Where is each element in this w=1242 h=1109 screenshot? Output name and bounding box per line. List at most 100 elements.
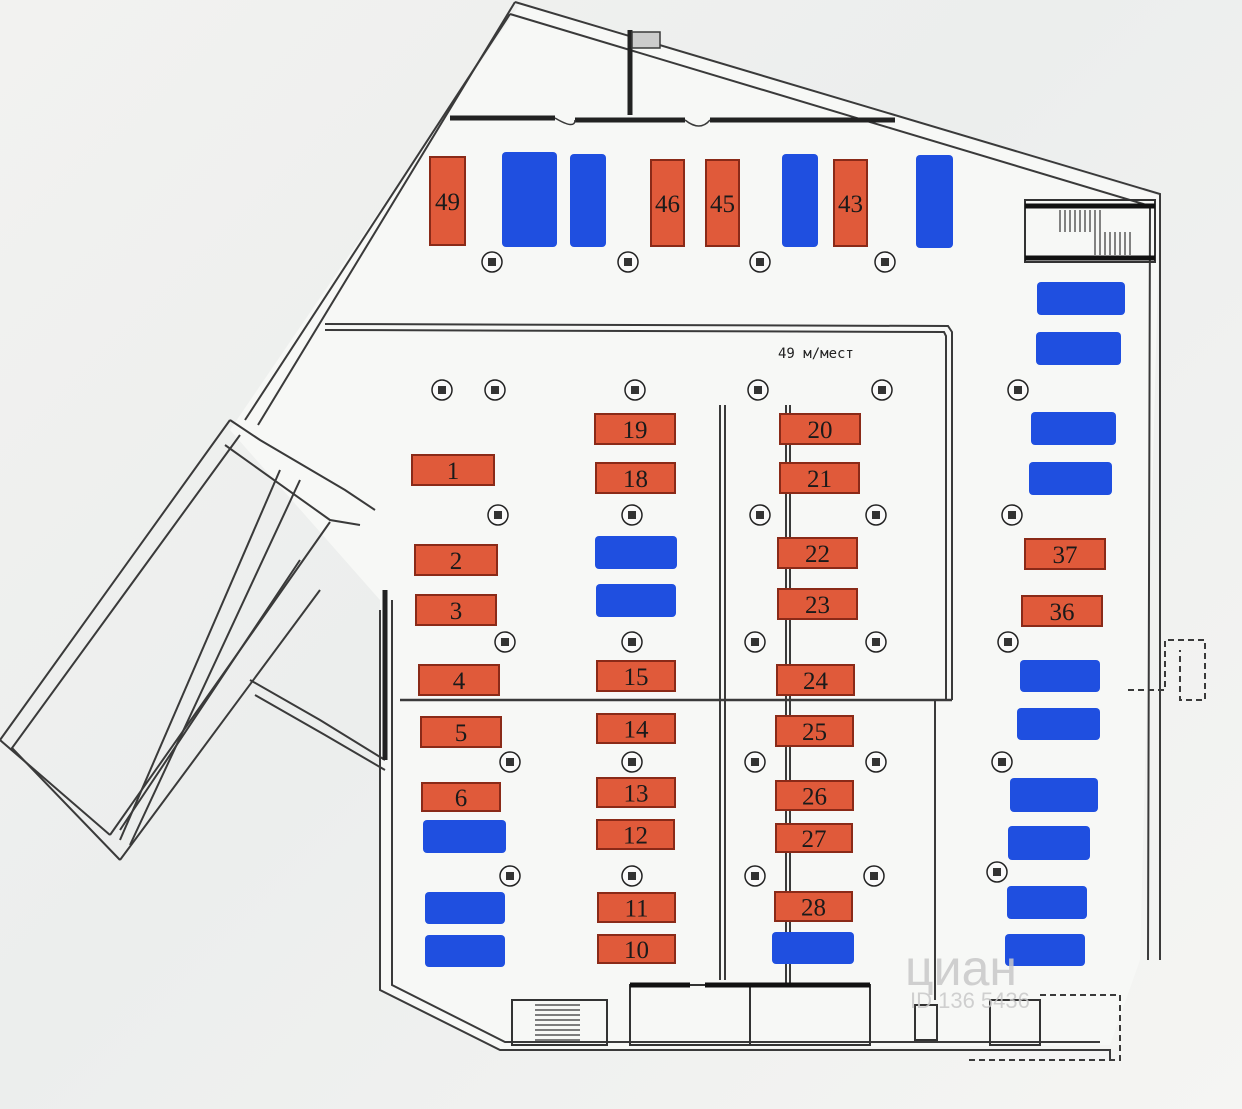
parking-spot-4 — [418, 664, 500, 696]
spot-label-11: 11 — [624, 896, 648, 923]
parking-spot-25 — [775, 715, 854, 747]
available-spot-block — [1037, 282, 1125, 315]
column-core — [631, 386, 639, 394]
column-core — [756, 511, 764, 519]
parking-spot-14 — [596, 713, 676, 744]
column-core — [1008, 511, 1016, 519]
available-spot-block — [1036, 332, 1121, 365]
spot-label-1: 1 — [447, 458, 460, 485]
spot-label-36: 36 — [1050, 599, 1075, 626]
spot-label-3: 3 — [450, 598, 463, 625]
column-core — [488, 258, 496, 266]
column-core — [1014, 386, 1022, 394]
parking-spot-13 — [596, 777, 676, 808]
parking-spot-1 — [411, 454, 495, 486]
available-spot-block — [596, 584, 676, 617]
parking-spot-3 — [415, 594, 497, 626]
available-spot-block — [782, 154, 818, 247]
parking-spot-15 — [596, 660, 676, 692]
available-spot-block — [595, 536, 677, 569]
column-core — [993, 868, 1001, 876]
watermark-id: ID 136 5436 — [910, 988, 1030, 1013]
column-core — [872, 758, 880, 766]
spot-label-49: 49 — [435, 189, 460, 216]
parking-spot-26 — [775, 780, 854, 811]
available-spot-block — [423, 820, 506, 853]
available-spot-block — [1029, 462, 1112, 495]
parking-spot-21 — [779, 462, 860, 494]
spot-label-45: 45 — [710, 191, 735, 218]
available-spot-block — [1007, 886, 1087, 919]
column-core — [872, 511, 880, 519]
column-core — [878, 386, 886, 394]
parking-spot-24 — [776, 664, 855, 696]
column-core — [998, 758, 1006, 766]
parking-spot-22 — [777, 537, 858, 569]
parking-spot-27 — [775, 823, 853, 853]
gate-segments — [382, 30, 895, 760]
spot-label-46: 46 — [655, 191, 680, 218]
spot-label-21: 21 — [807, 466, 832, 493]
available-spot-block — [1031, 412, 1116, 445]
parking-spot-49 — [429, 156, 466, 246]
spot-label-43: 43 — [838, 191, 863, 218]
parking-spot-20 — [779, 413, 861, 445]
spot-label-5: 5 — [455, 720, 468, 747]
parking-spot-36 — [1021, 595, 1103, 627]
column-core — [494, 511, 502, 519]
column-core — [491, 386, 499, 394]
spot-label-19: 19 — [623, 417, 648, 444]
available-spot-block — [1017, 708, 1100, 740]
column-core — [624, 258, 632, 266]
column-core — [751, 758, 759, 766]
spot-label-26: 26 — [802, 784, 827, 811]
available-spot-block — [425, 892, 505, 924]
available-spot-block — [570, 154, 606, 247]
available-spot-block — [1010, 778, 1098, 812]
watermark-brand: циан — [905, 940, 1017, 996]
spot-label-37: 37 — [1053, 542, 1078, 569]
column-core — [754, 386, 762, 394]
parking-spot-28 — [774, 891, 853, 922]
spot-label-15: 15 — [624, 664, 649, 691]
capacity-caption: 49 м/мест — [778, 346, 854, 362]
stairwell-bottom — [511, 982, 1041, 1046]
column-core — [628, 758, 636, 766]
column-core — [751, 872, 759, 880]
spot-label-18: 18 — [623, 466, 648, 493]
spot-label-24: 24 — [803, 668, 829, 695]
spot-label-23: 23 — [805, 592, 830, 619]
column-core — [438, 386, 446, 394]
column-core — [506, 872, 514, 880]
available-spot-block — [502, 152, 557, 247]
column-core — [872, 638, 880, 646]
parking-spot-18 — [595, 462, 676, 494]
structural-columns — [431, 251, 1029, 887]
available-spot-block — [425, 935, 505, 967]
column-core — [1004, 638, 1012, 646]
spot-label-6: 6 — [455, 785, 468, 812]
available-spot-block — [1008, 826, 1090, 860]
column-core — [756, 258, 764, 266]
parking-spot-43 — [833, 159, 868, 247]
spot-label-22: 22 — [805, 541, 830, 568]
parking-spot-2 — [414, 544, 498, 576]
spot-label-10: 10 — [624, 937, 649, 964]
column-core — [870, 872, 878, 880]
parking-spot-12 — [596, 819, 675, 850]
spot-label-25: 25 — [802, 719, 827, 746]
column-core — [506, 758, 514, 766]
column-core — [628, 872, 636, 880]
column-core — [501, 638, 509, 646]
available-spots — [423, 152, 1125, 967]
spot-label-20: 20 — [808, 417, 833, 444]
parking-spot-45 — [705, 159, 740, 247]
spot-label-27: 27 — [802, 826, 827, 853]
spot-label-4: 4 — [453, 668, 466, 695]
column-core — [751, 638, 759, 646]
spot-label-12: 12 — [623, 823, 648, 850]
parking-spot-46 — [650, 159, 685, 247]
parking-spot-11 — [597, 892, 676, 923]
